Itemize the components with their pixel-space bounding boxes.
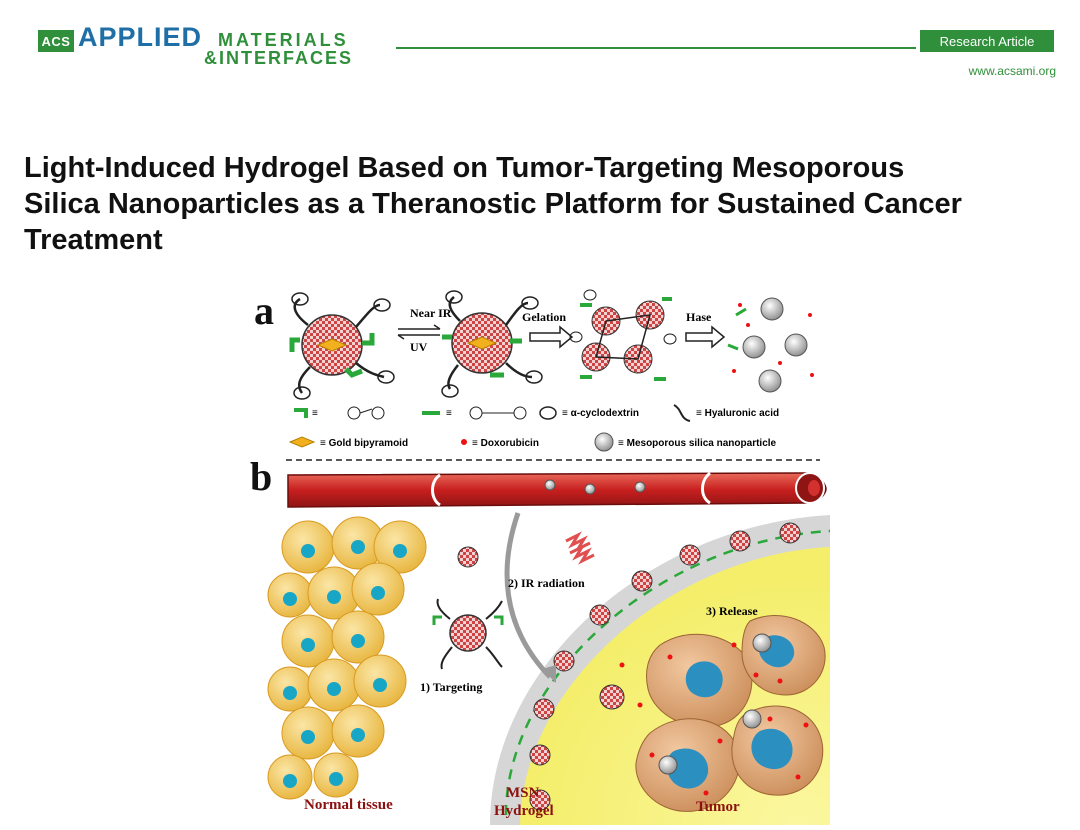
targeting-arrow — [504, 512, 552, 679]
legend-cyclodextrin: ≡ α-cyclodextrin — [562, 408, 639, 419]
label-normal-tissue: Normal tissue — [304, 797, 393, 813]
cyclodextrin-icon — [539, 406, 557, 420]
label-uv: UV — [410, 340, 428, 354]
journal-url[interactable]: www.acsami.org — [968, 64, 1056, 78]
legend-msn: ≡ Mesoporous silica nanoparticle — [618, 438, 777, 449]
doxorubicin-icon — [461, 439, 467, 445]
legend-doxorubicin: ≡ Doxorubicin — [472, 438, 539, 449]
article-title: Light-Induced Hydrogel Based on Tumor-Ta… — [24, 150, 1064, 258]
label-msn: MSN — [506, 785, 540, 801]
arrow-gelation — [529, 325, 574, 349]
legend-row-2: ≡ Gold bipyramoid ≡ Doxorubicin ≡ Mesopo… — [288, 432, 777, 452]
legend-hyaluronic: ≡ Hyaluronic acid — [696, 408, 779, 419]
label-tumor: Tumor — [696, 799, 740, 815]
gold-bipyramid-icon — [288, 436, 316, 448]
graphical-abstract-figure: Near IR UV Gelation — [250, 285, 831, 825]
article-type-badge: Research Article — [920, 30, 1054, 52]
label-hase: Hase — [686, 310, 712, 324]
journal-header: ACS APPLIED MATERIALS &INTERFACES Resear… — [0, 0, 1080, 110]
title-line-2: Silica Nanoparticles as a Theranostic Pl… — [24, 188, 962, 220]
ir-radiation-icon — [565, 531, 595, 565]
figure-svg: Near IR UV Gelation — [267, 289, 831, 825]
journal-name-materials: MATERIALS — [218, 30, 349, 50]
tumor-region — [490, 515, 831, 825]
msn-icon — [594, 432, 614, 452]
label-release: 3) Release — [706, 604, 758, 618]
title-line-3: Treatment — [24, 224, 163, 256]
normal-tissue-cells — [267, 516, 446, 807]
header-rule — [396, 47, 916, 49]
legend-cis-azo: ≡ — [446, 408, 452, 419]
released-particles — [727, 297, 814, 393]
targeting-arrowhead — [542, 665, 556, 683]
label-near-ir: Near IR — [410, 306, 452, 320]
legend-trans-azo: ≡ — [312, 408, 318, 419]
blood-vessel — [287, 471, 827, 508]
msn-particle-2 — [441, 290, 543, 398]
label-ir-radiation: 2) IR radiation — [508, 576, 585, 590]
targeting-particle — [432, 546, 504, 670]
acs-logo: ACS — [38, 30, 74, 52]
label-hydrogel: Hydrogel — [494, 803, 554, 819]
title-line-1: Light-Induced Hydrogel Based on Tumor-Ta… — [24, 152, 905, 184]
panel-label-a: a — [254, 288, 274, 333]
panel-label-b: b — [250, 454, 273, 499]
equilibrium-arrow-forward — [398, 324, 441, 330]
hyaluronic-icon — [673, 404, 691, 422]
journal-name-applied: APPLIED — [78, 22, 203, 52]
legend-row-1: ≡ ≡ ≡ α-cyclodextrin ≡ Hyaluronic acid — [294, 404, 779, 422]
msn-particle-1 — [289, 292, 395, 400]
legend-gold: ≡ Gold bipyramoid — [320, 438, 408, 449]
trans-azo-icon — [294, 408, 308, 418]
hydrogel-network — [569, 289, 677, 381]
panel-b: 2) IR radiation 3) Release 1) Targeting … — [267, 471, 831, 825]
panel-a: Near IR UV Gelation — [286, 289, 820, 461]
hydrogel-particles — [529, 522, 801, 811]
arrow-hase — [685, 325, 726, 349]
journal-name-interfaces: &INTERFACES — [204, 48, 354, 68]
equilibrium-arrow-back — [397, 334, 440, 340]
label-targeting: 1) Targeting — [420, 680, 482, 694]
label-gelation: Gelation — [522, 310, 566, 324]
